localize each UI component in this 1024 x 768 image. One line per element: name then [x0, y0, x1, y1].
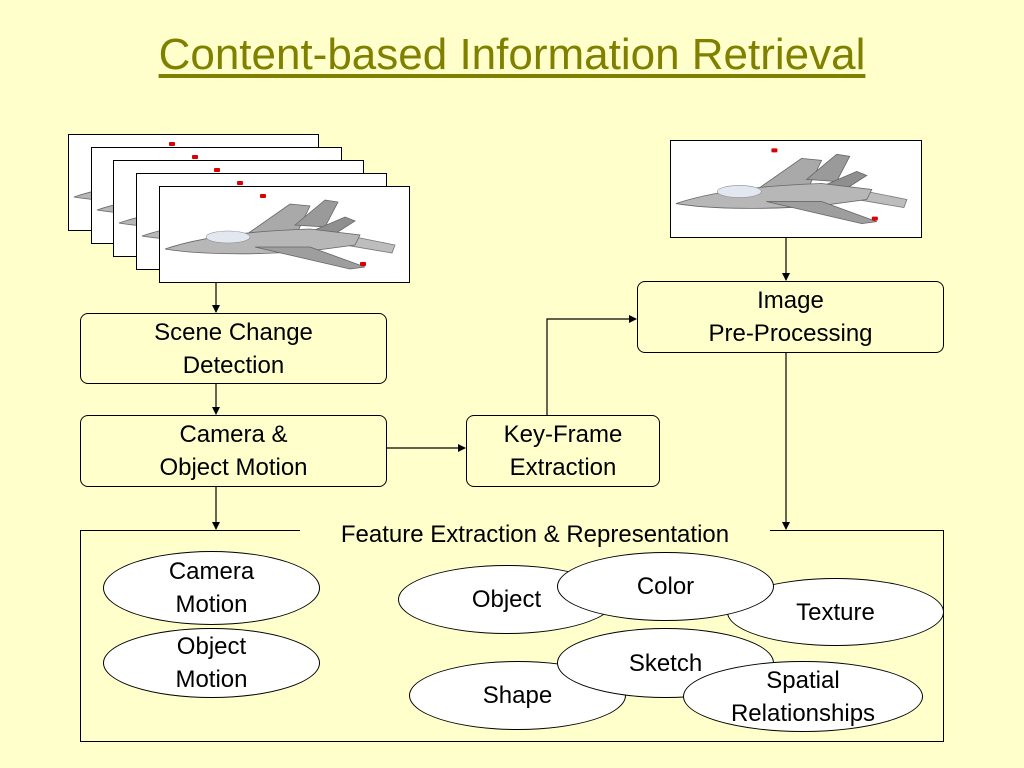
image-preprocessing-box: Image Pre-Processing: [637, 281, 944, 353]
key-frame-extraction-box: Key-Frame Extraction: [466, 415, 660, 487]
camera-object-motion-box: Camera & Object Motion: [80, 415, 387, 487]
jet-aircraft-icon: [675, 147, 908, 225]
page-title: Content-based Information Retrieval: [158, 30, 866, 79]
feature-color: Color: [557, 552, 774, 621]
feature-spatial-relationships: Spatial Relationships: [683, 661, 923, 732]
feature-panel-label: Feature Extraction & Representation: [300, 520, 770, 550]
scene-change-detection-box: Scene Change Detection: [80, 313, 387, 384]
feature-camera-motion: Camera Motion: [103, 551, 320, 625]
arrow-keyframe-to-preprocessing: [546, 315, 637, 415]
feature-object-motion: Object Motion: [103, 628, 320, 698]
query-image-frame: [670, 140, 922, 238]
jet-aircraft-icon: [164, 193, 396, 270]
video-frame-5: [159, 186, 410, 283]
